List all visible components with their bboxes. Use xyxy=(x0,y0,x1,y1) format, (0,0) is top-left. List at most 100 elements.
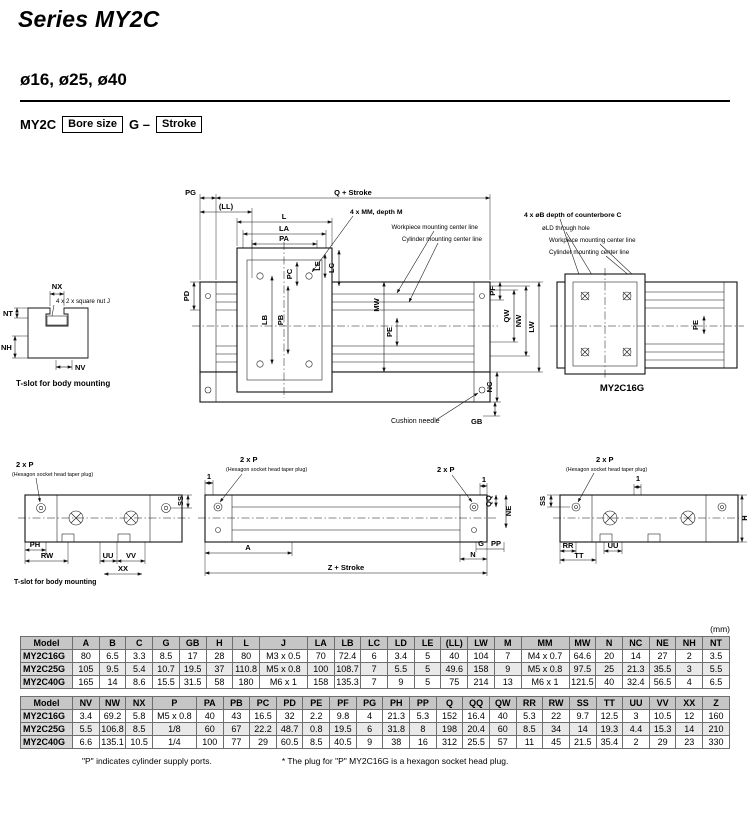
counterbore-note: 4 x øB depth of counterbore C xyxy=(524,212,622,219)
bottom-right-view-drawing: 2 x P (Hexagon socket head taper plug) 1… xyxy=(538,455,749,564)
dim-value: 29 xyxy=(249,735,277,749)
dim-value: 8.5 xyxy=(152,649,180,663)
ports-note-right: 2 x P xyxy=(437,465,455,474)
dim-label-uu-right: UU xyxy=(608,541,619,550)
dim-value: M6 x 1 xyxy=(520,675,570,689)
dim-value: 2.2 xyxy=(302,709,331,723)
dim-value: 60 xyxy=(195,722,224,736)
dim-value: 106.8 xyxy=(98,722,127,736)
dim-value: 27 xyxy=(648,649,677,663)
dim-value: 15.5 xyxy=(152,675,180,689)
dim-value: 3.5 xyxy=(702,649,730,663)
dim-value: 165 xyxy=(72,675,100,689)
col-header-lc: LC xyxy=(360,636,389,650)
dim-value: 75 xyxy=(440,675,469,689)
dim-value: 198 xyxy=(435,722,464,736)
dim-label-pe: PE xyxy=(385,327,394,337)
dim-value: 135.1 xyxy=(98,735,127,749)
model-type-suffix: G – xyxy=(129,117,151,132)
dim-label-a: A xyxy=(245,543,251,552)
col-header-z: Z xyxy=(702,696,730,710)
model-name: MY2C40G xyxy=(20,735,73,749)
mm-holes-note: 4 x MM, depth M xyxy=(350,209,403,216)
stroke-box: Stroke xyxy=(156,116,203,133)
workpiece-center-line-note: Workpiece mounting center line xyxy=(391,224,478,231)
col-header-uu: UU xyxy=(622,696,650,710)
dim-value: 16.5 xyxy=(249,709,277,723)
col-header-mm: MM xyxy=(520,636,570,650)
dim-value: 48.7 xyxy=(275,722,304,736)
dim-value: 43 xyxy=(222,709,251,723)
dim-value: 5.5 xyxy=(702,662,730,676)
dim-value: 97.5 xyxy=(568,662,597,676)
dim-value: M6 x 1 xyxy=(258,675,308,689)
dim-value: 56.5 xyxy=(648,675,677,689)
dim-value: 58 xyxy=(205,675,234,689)
col-header-pp: PP xyxy=(409,696,437,710)
dim-value: 14 xyxy=(675,722,704,736)
dim-value: 49.6 xyxy=(440,662,469,676)
dim-value: 1/8 xyxy=(151,722,197,736)
dim-value: 214 xyxy=(467,675,495,689)
model-name: MY2C16G xyxy=(20,649,73,663)
col-header-c: C xyxy=(125,636,154,650)
dim-label-pe-right: PE xyxy=(691,320,700,330)
dim-label-one-left: 1 xyxy=(207,472,211,481)
dim-value: 2 xyxy=(675,649,704,663)
dim-value: 32.4 xyxy=(621,675,650,689)
dim-label-gb: GB xyxy=(471,417,483,426)
dim-value: M4 x 0.7 xyxy=(520,649,570,663)
model-designation: MY2C Bore size G – Stroke xyxy=(20,116,203,133)
dim-value: 38 xyxy=(382,735,411,749)
dim-value: 110.8 xyxy=(232,662,260,676)
dim-value: 5.3 xyxy=(515,709,544,723)
dim-value: 135.3 xyxy=(333,675,362,689)
dim-value: M5 x 0.8 xyxy=(258,662,308,676)
dim-value: 1/4 xyxy=(151,735,197,749)
dim-value: 9.8 xyxy=(329,709,357,723)
col-header-rw: RW xyxy=(542,696,570,710)
cushion-needle-note: Cushion needle xyxy=(391,418,440,425)
dim-value: 15.3 xyxy=(648,722,677,736)
dim-label-tt: TT xyxy=(574,551,584,560)
dim-value: 19.3 xyxy=(595,722,624,736)
dim-value: 37 xyxy=(205,662,234,676)
dim-value: 40 xyxy=(440,649,469,663)
dim-label-le: LE xyxy=(313,261,322,271)
cylinder-center-line-note-right: Cylinder mounting center line xyxy=(549,249,630,256)
bore-sizes-heading: ø16, ø25, ø40 xyxy=(20,70,127,89)
col-header-ph: PH xyxy=(382,696,411,710)
model-name: MY2C25G xyxy=(20,722,73,736)
dim-label-pf: PF xyxy=(488,286,497,296)
col-header-pf: PF xyxy=(329,696,357,710)
col-header-pb: PB xyxy=(222,696,251,710)
dim-value: M3 x 0.5 xyxy=(258,649,308,663)
col-header-ne: NE xyxy=(648,636,677,650)
dim-label-q-stroke: Q + Stroke xyxy=(334,188,372,197)
dim-value: 312 xyxy=(435,735,464,749)
dim-value: 9 xyxy=(387,675,415,689)
col-header-ss: SS xyxy=(568,696,597,710)
dim-value: 14 xyxy=(621,649,650,663)
col-header-xx: XX xyxy=(675,696,704,710)
through-hole-note: øLD through hole xyxy=(542,225,590,232)
dim-value: 5.5 xyxy=(72,722,100,736)
model-name: MY2C16G xyxy=(20,709,73,723)
dim-value: 5.4 xyxy=(125,662,154,676)
dim-value: 11 xyxy=(515,735,544,749)
workpiece-center-line-note-right: Workpiece mounting center line xyxy=(549,237,636,244)
dim-value: 67 xyxy=(222,722,251,736)
dim-value: 45 xyxy=(542,735,570,749)
col-header-p: P xyxy=(151,696,197,710)
col-header-b: B xyxy=(98,636,127,650)
dim-value: 22.2 xyxy=(249,722,277,736)
dim-value: 158 xyxy=(306,675,335,689)
dim-value: 9 xyxy=(493,662,522,676)
col-header-nv: NV xyxy=(72,696,100,710)
dim-label-pb: PB xyxy=(276,314,285,325)
